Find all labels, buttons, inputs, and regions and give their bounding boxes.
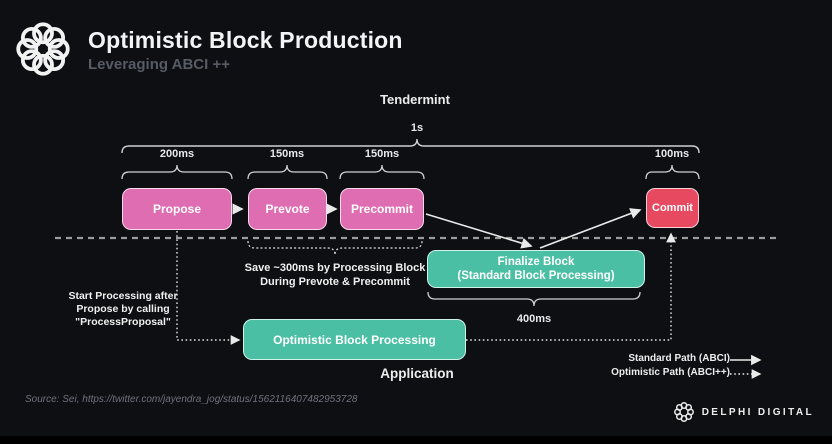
total-time-bracket: [121, 138, 700, 154]
finalize-node-line1: Finalize Block: [497, 256, 575, 268]
propose-to-optimistic-dotted-path: [176, 231, 241, 345]
page-title: Optimistic Block Production: [88, 27, 403, 53]
save-time-bracket: [247, 240, 423, 256]
prevote-brace: [247, 164, 328, 180]
finalize-block-node: Finalize Block (Standard Block Processin…: [427, 250, 645, 288]
prevote-node: Prevote: [248, 188, 327, 230]
legend-optimistic-row: Optimistic Path (ABCI++): [611, 367, 768, 378]
application-section-label: Application: [380, 366, 454, 381]
start-processing-line3: "ProcessProposal": [75, 316, 171, 328]
prevote-duration-label: 150ms: [269, 148, 305, 160]
delphi-ring-icon: [673, 402, 694, 422]
start-processing-line1: Start Processing after: [68, 290, 178, 302]
commit-brace: [645, 164, 700, 180]
start-processing-annotation: Start Processing after Propose by callin…: [68, 290, 177, 329]
tendermint-section-label: Tendermint: [380, 92, 450, 107]
finalize-duration-label: 400ms: [516, 313, 552, 325]
total-duration-label: 1s: [410, 122, 424, 134]
delphi-digital-brand: DELPHI DIGITAL: [673, 401, 814, 423]
precommit-node-label: Precommit: [350, 202, 414, 216]
precommit-duration-label: 150ms: [364, 148, 400, 160]
propose-duration-label: 200ms: [159, 148, 195, 160]
optimistic-block-processing-node: Optimistic Block Processing: [243, 319, 466, 360]
legend-standard-label: Standard Path (ABCI): [628, 353, 730, 364]
bottom-frame-bar: [0, 436, 832, 444]
finalize-to-commit-arrow: [539, 208, 642, 249]
propose-node: Propose: [122, 188, 232, 230]
save-time-line2: During Prevote & Precommit: [260, 276, 410, 288]
optimistic-node-label: Optimistic Block Processing: [273, 332, 436, 347]
finalize-node-line2: (Standard Block Processing): [457, 270, 615, 282]
commit-duration-label: 100ms: [654, 148, 690, 160]
propose-node-label: Propose: [152, 202, 201, 216]
precommit-node: Precommit: [340, 188, 424, 230]
precommit-brace: [339, 164, 425, 180]
finalize-brace: [427, 291, 641, 307]
source-citation: Source: Sei, https://twitter.com/jayendr…: [25, 394, 358, 405]
legend-optimistic-label: Optimistic Path (ABCI++): [611, 367, 730, 378]
precommit-to-finalize-arrow: [425, 213, 533, 249]
commit-node: Commit: [646, 188, 699, 228]
start-processing-line2: Propose by calling: [76, 303, 170, 315]
legend-standard-row: Standard Path (ABCI): [628, 353, 768, 364]
propose-brace: [121, 164, 233, 180]
commit-node-label: Commit: [652, 202, 693, 214]
prevote-node-label: Prevote: [265, 202, 310, 216]
save-time-annotation: Save ~300ms by Processing Block During P…: [245, 261, 426, 289]
brand-wordmark: DELPHI DIGITAL: [701, 406, 814, 418]
sei-knot-logo-icon: [16, 22, 70, 76]
save-time-line1: Save ~300ms by Processing Block: [244, 262, 426, 274]
page-subtitle: Leveraging ABCI ++: [88, 56, 230, 73]
